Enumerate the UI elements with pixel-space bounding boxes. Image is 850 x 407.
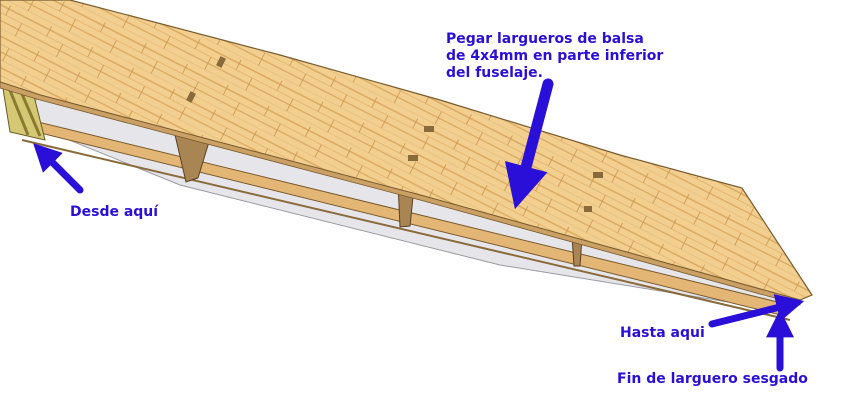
main-instruction-label: Pegar largueros de balsa de 4x4mm en par… xyxy=(446,31,663,82)
main-instruction-line-3: del fuselaje. xyxy=(446,65,543,81)
start-arrow xyxy=(33,143,84,194)
bevel-label: Fin de larguero sesgado xyxy=(617,371,808,387)
main-instruction-line-1: Pegar largueros de balsa xyxy=(446,31,644,47)
start-label: Desde aquí xyxy=(70,204,159,220)
main-instruction-line-2: de 4x4mm en parte inferior xyxy=(446,48,664,64)
main-arrow xyxy=(504,78,554,210)
lower-edge xyxy=(21,139,791,321)
annotation-arrows xyxy=(33,78,805,372)
end-arrow xyxy=(708,294,805,328)
end-label: Hasta aqui xyxy=(620,325,705,341)
deck-tabs xyxy=(186,56,603,212)
